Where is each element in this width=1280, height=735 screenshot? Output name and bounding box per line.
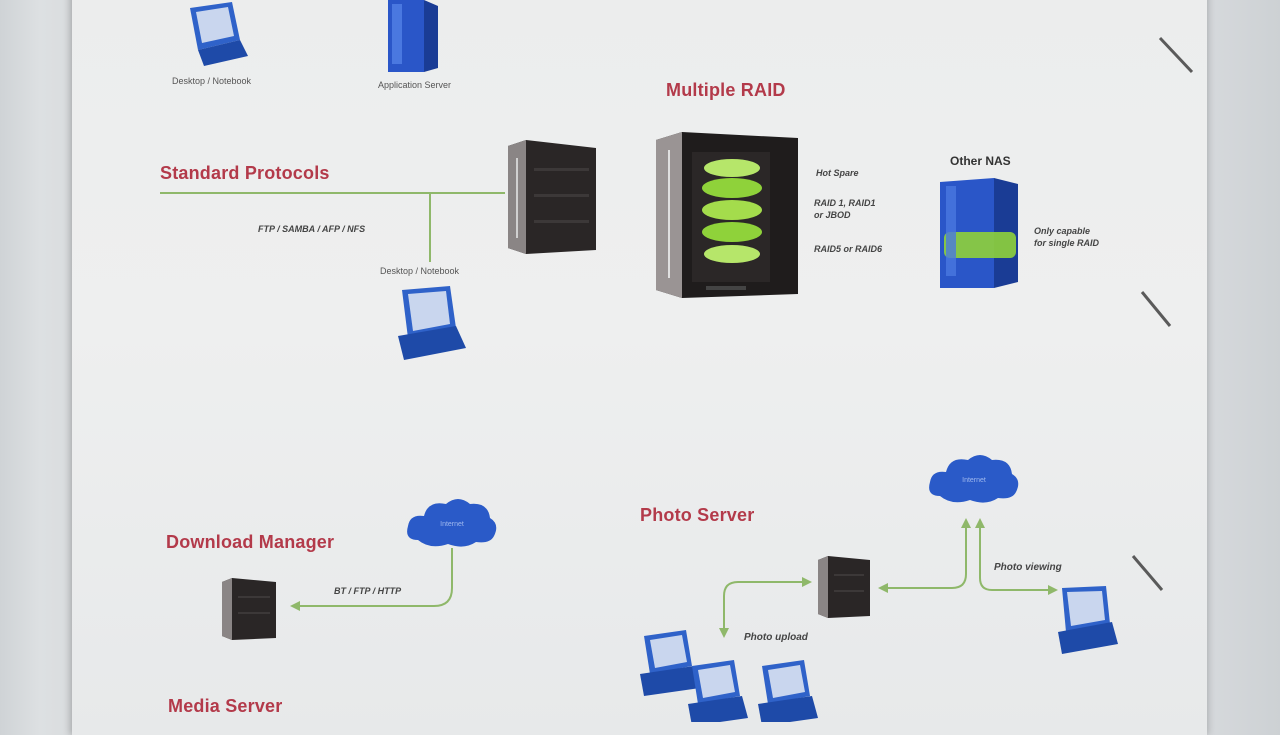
label-raid-options-2: or JBOD: [814, 210, 851, 220]
clip-mark: [1140, 291, 1172, 327]
label-photo-upload: Photo upload: [744, 632, 808, 643]
internet-cloud-icon: Internet: [929, 455, 1019, 503]
cloud-label: Internet: [440, 521, 464, 528]
cloud-label: Internet: [962, 477, 986, 484]
clip-mark: [1158, 36, 1194, 74]
heading-download-manager: Download Manager: [166, 532, 335, 552]
desktop-monitor-icon: [190, 2, 248, 66]
download-arrowhead: [290, 601, 300, 611]
desktop-monitor-icon: [398, 286, 466, 360]
heading-standard-protocols: Standard Protocols: [160, 163, 330, 183]
desktop-monitor-icon: [1058, 586, 1118, 654]
label-only-capable-2: for single RAID: [1034, 238, 1100, 248]
download-arrow: [296, 548, 453, 607]
nas-device-icon: [508, 140, 596, 254]
label-other-nas: Other NAS: [950, 154, 1011, 168]
photo-viewing-line: [979, 524, 1052, 591]
label-desktop-notebook-top: Desktop / Notebook: [172, 76, 252, 86]
desktop-monitor-group-icon: [640, 630, 818, 722]
clip-mark: [1131, 555, 1164, 591]
heading-photo-server: Photo Server: [640, 505, 755, 525]
heading-multiple-raid: Multiple RAID: [666, 80, 786, 100]
label-application-server: Application Server: [378, 80, 452, 90]
label-desktop-notebook-mid: Desktop / Notebook: [380, 266, 460, 276]
download-nas-device-icon: [222, 578, 276, 640]
label-raid-options-1: RAID 1, RAID1: [814, 198, 876, 208]
photo-nas-internet-line: [884, 524, 967, 589]
label-raid-options-3: RAID5 or RAID6: [814, 244, 883, 254]
label-only-capable-1: Only capable: [1034, 226, 1091, 236]
internet-cloud-icon: Internet: [407, 499, 497, 547]
other-nas-device-icon: [940, 178, 1018, 288]
label-download-protocols: BT / FTP / HTTP: [334, 586, 402, 596]
photo-nas-device-icon: [818, 556, 870, 618]
photo-upload-line: [723, 581, 806, 632]
heading-media-server: Media Server: [168, 696, 283, 716]
label-hot-spare: Hot Spare: [816, 168, 859, 178]
application-server-icon: [388, 0, 438, 72]
label-protocols: FTP / SAMBA / AFP / NFS: [258, 224, 366, 234]
label-photo-viewing: Photo viewing: [994, 562, 1062, 573]
raid-nas-device-icon: [656, 132, 798, 298]
